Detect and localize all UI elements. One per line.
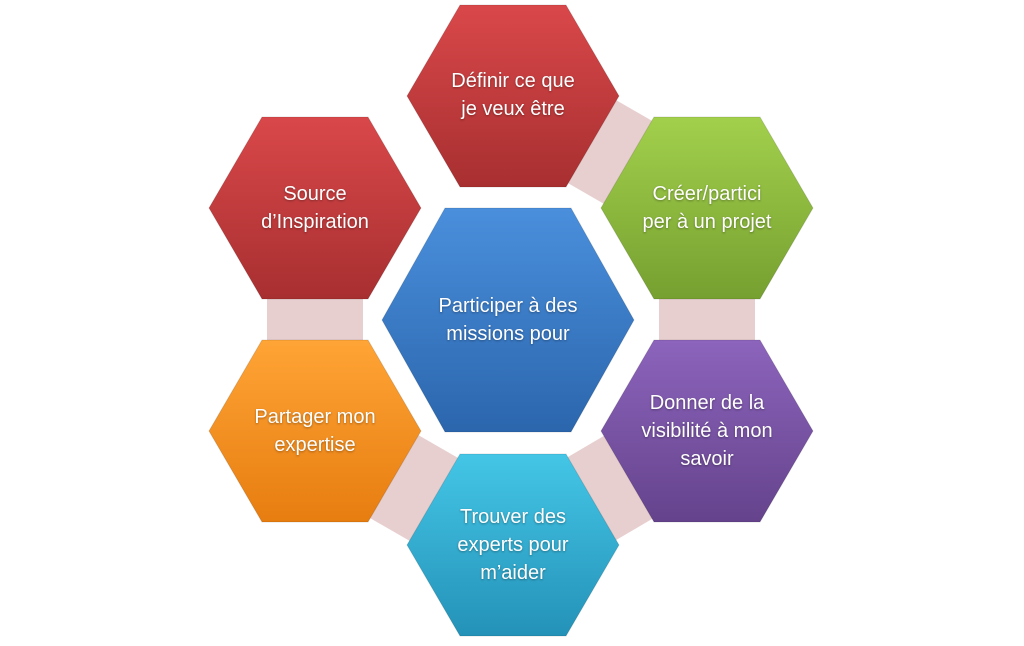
hexagon-source	[208, 116, 422, 300]
node-label-definir: Définir ce que je veux être	[451, 70, 575, 120]
center-hexagon	[381, 207, 635, 433]
center-hexagon-label: Participer à des missions pour	[438, 295, 578, 345]
hexagon-donner	[600, 339, 814, 523]
hexagon-creer	[600, 116, 814, 300]
hexagon-definir	[406, 4, 620, 188]
node-label-source: Source d’Inspiration	[261, 183, 369, 233]
hexagon-partager	[208, 339, 422, 523]
hexagon-trouver	[406, 453, 620, 637]
node-label-partager: Partager mon expertise	[254, 406, 376, 456]
node-label-creer: Créer/partici per à un projet	[642, 183, 772, 233]
node-label-trouver: Trouver des experts pour m’aider	[457, 506, 569, 584]
node-label-donner: Donner de la visibilité à mon savoir	[641, 392, 773, 470]
